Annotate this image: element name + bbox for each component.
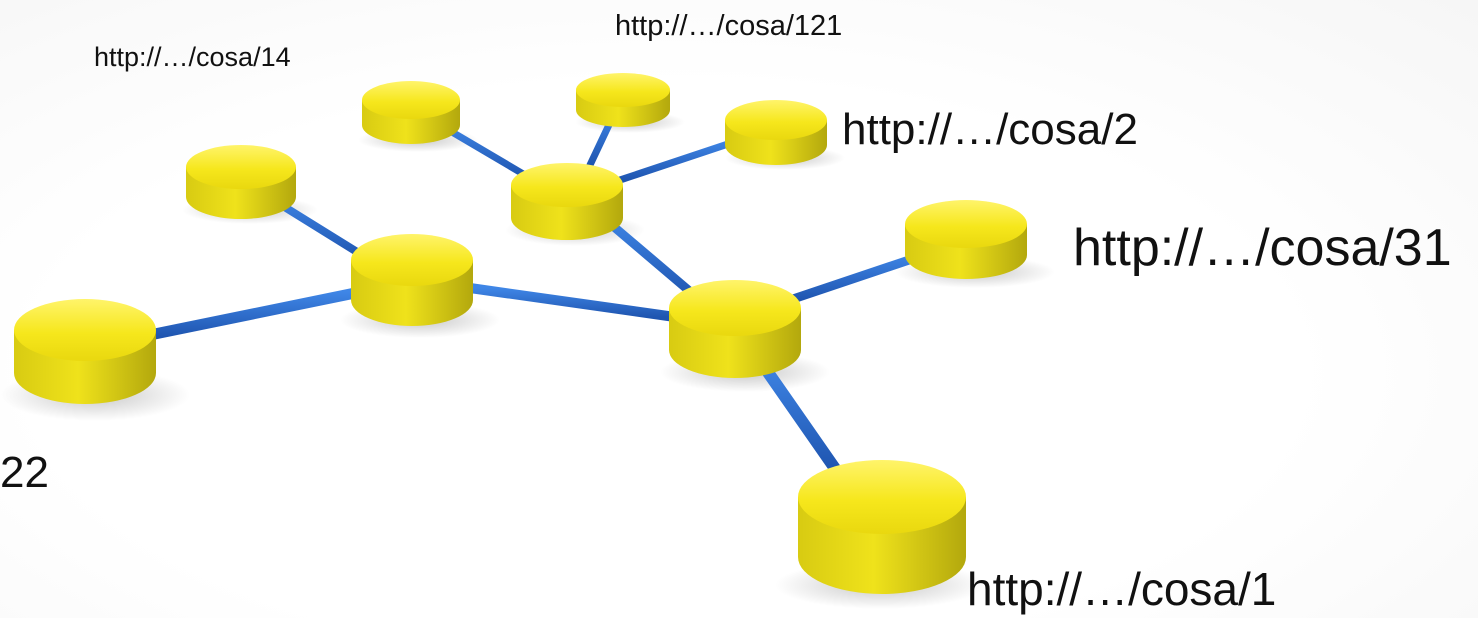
edge-center-1 (752, 352, 842, 476)
node-label-cosa-121: http://…/cosa/121 (615, 10, 843, 42)
node-cosa-1 (798, 460, 966, 594)
edge-22-hub1 (134, 286, 366, 343)
node-left-upper (186, 145, 296, 219)
node-label-cosa-1: http://…/cosa/1 (967, 563, 1277, 615)
edge-center-hub2 (595, 210, 705, 305)
node-label-cosa-2: http://…/cosa/2 (842, 105, 1138, 154)
edge-hub1-center (465, 283, 680, 322)
node-label-cosa-14: http://…/cosa/14 (94, 42, 291, 72)
node-hub-left (351, 234, 473, 326)
node-cosa-31 (905, 200, 1027, 279)
node-label-cosa-31: http://…/cosa/31 (1073, 219, 1452, 277)
node-cosa-121 (576, 73, 670, 127)
node-hub-upper (511, 163, 623, 240)
node-cosa-22 (14, 299, 156, 404)
edge-hub2-2 (616, 136, 744, 184)
node-hub-center (669, 280, 801, 378)
node-cosa-14 (362, 81, 460, 144)
node-label-cosa-22: 22 (0, 448, 49, 497)
edge-center-31 (785, 248, 935, 305)
node-cosa-2 (725, 100, 827, 165)
